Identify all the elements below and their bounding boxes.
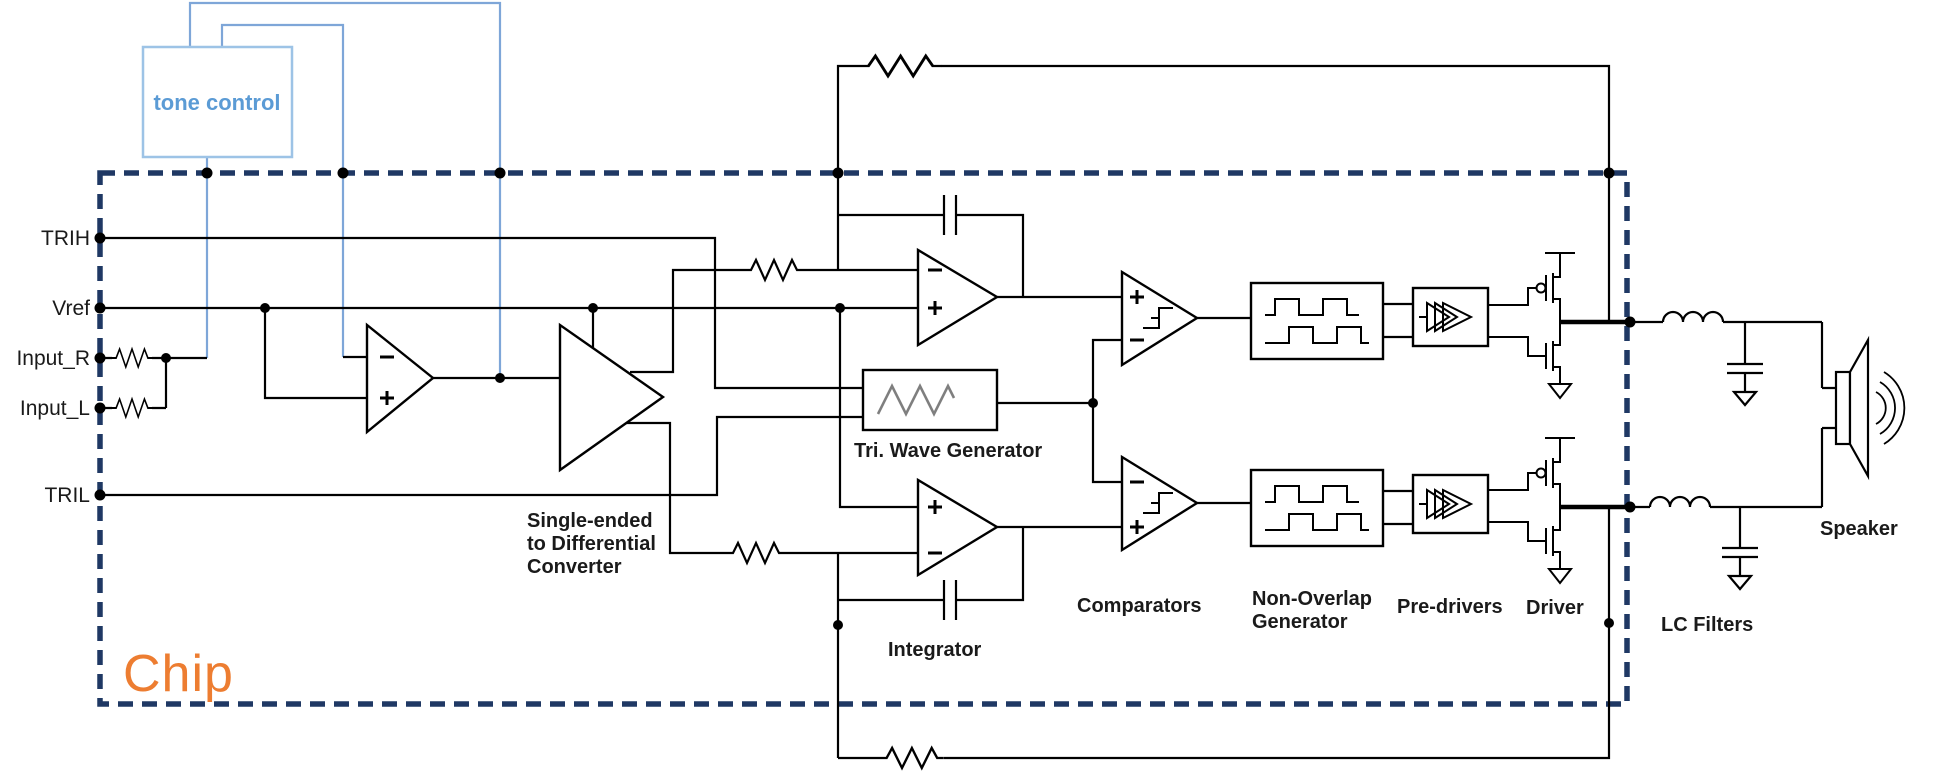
chip-label: Chip <box>123 645 234 703</box>
integrator2-plus-sign <box>928 500 942 514</box>
junction-dot <box>94 352 106 364</box>
tri-wave-generator-label: Tri. Wave Generator <box>854 440 1042 462</box>
triwave-to-comparator2-wire <box>1091 403 1122 484</box>
junction-dot <box>94 302 106 314</box>
tone-wire-out-a <box>188 1 502 377</box>
junction-dot <box>588 303 598 313</box>
comparator2-plus-sign <box>1130 520 1144 534</box>
junction-dot <box>1088 398 1098 408</box>
converter-lower-out-wire <box>626 421 918 555</box>
ground-bottom-icon <box>1727 574 1753 591</box>
port-label-vref: Vref <box>52 297 90 320</box>
comparators-label: Comparators <box>1077 595 1201 617</box>
junction-dot <box>1624 501 1636 513</box>
sound-wave-arc <box>1883 371 1906 445</box>
bottom-feedback-wire <box>836 507 1611 760</box>
junction-dots <box>94 167 1636 630</box>
non-overlap-generator1-box <box>1249 281 1385 361</box>
junction-dot <box>835 303 845 313</box>
chip-dashed-border <box>97 170 1630 707</box>
integrator1-cap-wire <box>838 213 1025 297</box>
junction-dot <box>94 489 106 501</box>
speaker-icon <box>1822 335 1906 481</box>
inductor-top-icon <box>1661 310 1725 324</box>
se-to-diff-converter-icon <box>558 322 666 473</box>
driver-label: Driver <box>1526 597 1584 619</box>
integrator2-cap-wire <box>838 527 1025 602</box>
port-label-trih: TRIH <box>41 227 90 250</box>
junction-dot <box>201 167 213 179</box>
tone-wire-out-b <box>220 23 345 357</box>
vref-to-opamp-wire <box>263 308 367 400</box>
junction-dot <box>495 373 505 383</box>
junction-dot <box>832 167 844 179</box>
integrator1-capacitor-icon <box>942 193 958 237</box>
integrator1-opamp-icon <box>916 247 1000 348</box>
non-overlap-label-line2: Generator <box>1252 611 1348 633</box>
sound-wave-arc <box>1875 391 1887 425</box>
pre-drivers-label: Pre-drivers <box>1397 596 1503 618</box>
tri-wave-generator-box <box>861 368 999 432</box>
non-overlap-generator2-box <box>1249 468 1385 548</box>
tone-control-label: tone control <box>153 90 280 115</box>
triwave-to-comparator1-wire <box>1091 338 1122 403</box>
port-label-input-r: Input_R <box>16 347 90 370</box>
ground-top-icon <box>1732 390 1758 407</box>
integrator1-plus-sign <box>928 301 942 315</box>
nog1-to-predriver-wires <box>1383 302 1413 339</box>
junction-dot <box>494 167 506 179</box>
junction-dot <box>337 167 349 179</box>
top-feedback-wire <box>836 64 1611 322</box>
junction-dot <box>94 402 106 414</box>
comparator1-plus-sign <box>1130 290 1144 304</box>
triangle-wave-icon <box>876 383 956 417</box>
input-l-resistor-icon <box>111 398 154 418</box>
lower-input-resistor-icon <box>725 541 787 565</box>
integrator2-opamp-icon <box>916 477 1000 578</box>
vref-to-integrator2-wire <box>838 308 918 509</box>
junction-dot <box>260 303 270 313</box>
junction-dot <box>161 353 171 363</box>
bottom-feedback-resistor-icon <box>878 746 946 770</box>
upper-input-resistor-icon <box>743 258 805 282</box>
top-feedback-resistor-icon <box>858 54 943 78</box>
tril-wire <box>100 415 863 497</box>
junction-dot <box>833 620 843 630</box>
lc-filter-bottom-wire <box>1632 428 1824 576</box>
tone-control-box <box>141 45 294 159</box>
opamp-plus-sign <box>380 391 394 405</box>
driver2-mosfet-icon <box>1487 437 1576 584</box>
trih-wire <box>100 236 863 390</box>
junction-dot <box>1603 167 1615 179</box>
converter-upper-out-wire <box>630 268 918 374</box>
driver1-mosfet-icon <box>1487 252 1576 399</box>
input-r-resistor-icon <box>111 348 154 368</box>
converter-label-line1: Single-ended <box>527 510 653 532</box>
input-mix-wire <box>100 356 207 410</box>
nog2-to-predriver-wires <box>1383 489 1413 526</box>
integrator2-capacitor-icon <box>942 578 958 622</box>
tone-control-wires <box>188 1 502 377</box>
port-label-tril: TRIL <box>44 484 90 507</box>
lc-filter-top-wire <box>1632 320 1824 392</box>
wiring <box>100 54 1824 770</box>
integrator-label: Integrator <box>888 639 982 661</box>
junction-dot <box>94 232 106 244</box>
junction-dot <box>1624 316 1636 328</box>
junction-dot <box>1604 618 1614 628</box>
input-opamp-icon <box>365 322 435 435</box>
speaker-label: Speaker <box>1820 518 1898 540</box>
converter-label-line3: Converter <box>527 556 622 578</box>
port-label-input-l: Input_L <box>20 397 90 420</box>
converter-label-line2: to Differential <box>527 533 656 555</box>
non-overlap-label-line1: Non-Overlap <box>1252 588 1372 610</box>
sound-wave-arc <box>1879 381 1896 435</box>
inductor-bottom-icon <box>1648 495 1712 509</box>
lc-filters-label: LC Filters <box>1661 614 1753 636</box>
